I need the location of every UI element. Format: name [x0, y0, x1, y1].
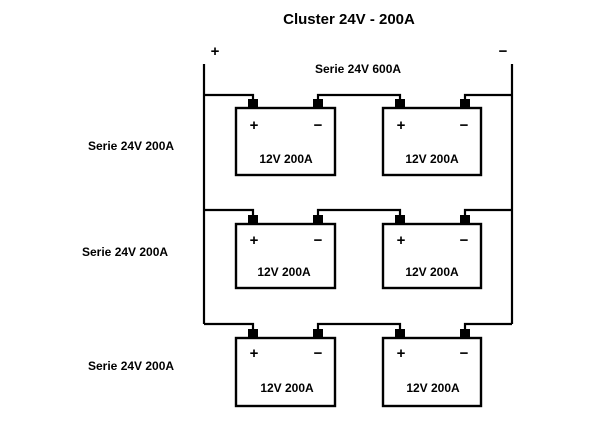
- battery-positive: +: [250, 117, 259, 134]
- battery: + − 12V 200A: [381, 329, 483, 408]
- battery-label: 12V 200A: [257, 265, 311, 279]
- battery: + − 12V 200A: [381, 215, 483, 290]
- battery-label: 12V 200A: [260, 381, 314, 395]
- parallel-label: Serie 24V 600A: [315, 62, 401, 76]
- battery-positive: +: [397, 117, 406, 134]
- diagram-title: Cluster 24V - 200A: [283, 11, 415, 28]
- battery-label: 12V 200A: [405, 152, 459, 166]
- battery-positive: +: [250, 232, 259, 249]
- main-negative-terminal: −: [499, 43, 508, 60]
- battery-label: 12V 200A: [405, 265, 459, 279]
- battery-negative: −: [460, 232, 469, 249]
- battery: + − 12V 200A: [234, 99, 337, 177]
- battery-negative: −: [314, 345, 323, 362]
- battery: + − 12V 200A: [234, 215, 337, 290]
- row-label-2: Serie 24V 200A: [82, 245, 168, 259]
- battery-negative: −: [460, 117, 469, 134]
- battery-positive: +: [397, 345, 406, 362]
- row-wiring-3: [204, 322, 512, 330]
- battery-label: 12V 200A: [259, 152, 313, 166]
- battery-negative: −: [314, 117, 323, 134]
- row-wiring-1: [204, 93, 512, 100]
- row-label-3: Serie 24V 200A: [88, 359, 174, 373]
- row-wiring-2: [204, 208, 512, 216]
- battery-negative: −: [460, 345, 469, 362]
- battery-positive: +: [397, 232, 406, 249]
- battery: + − 12V 200A: [381, 99, 483, 177]
- battery-positive: +: [250, 345, 259, 362]
- main-positive-terminal: +: [211, 43, 220, 60]
- battery-label: 12V 200A: [406, 381, 460, 395]
- battery: + − 12V 200A: [234, 329, 337, 408]
- row-label-1: Serie 24V 200A: [88, 139, 174, 153]
- battery-negative: −: [314, 232, 323, 249]
